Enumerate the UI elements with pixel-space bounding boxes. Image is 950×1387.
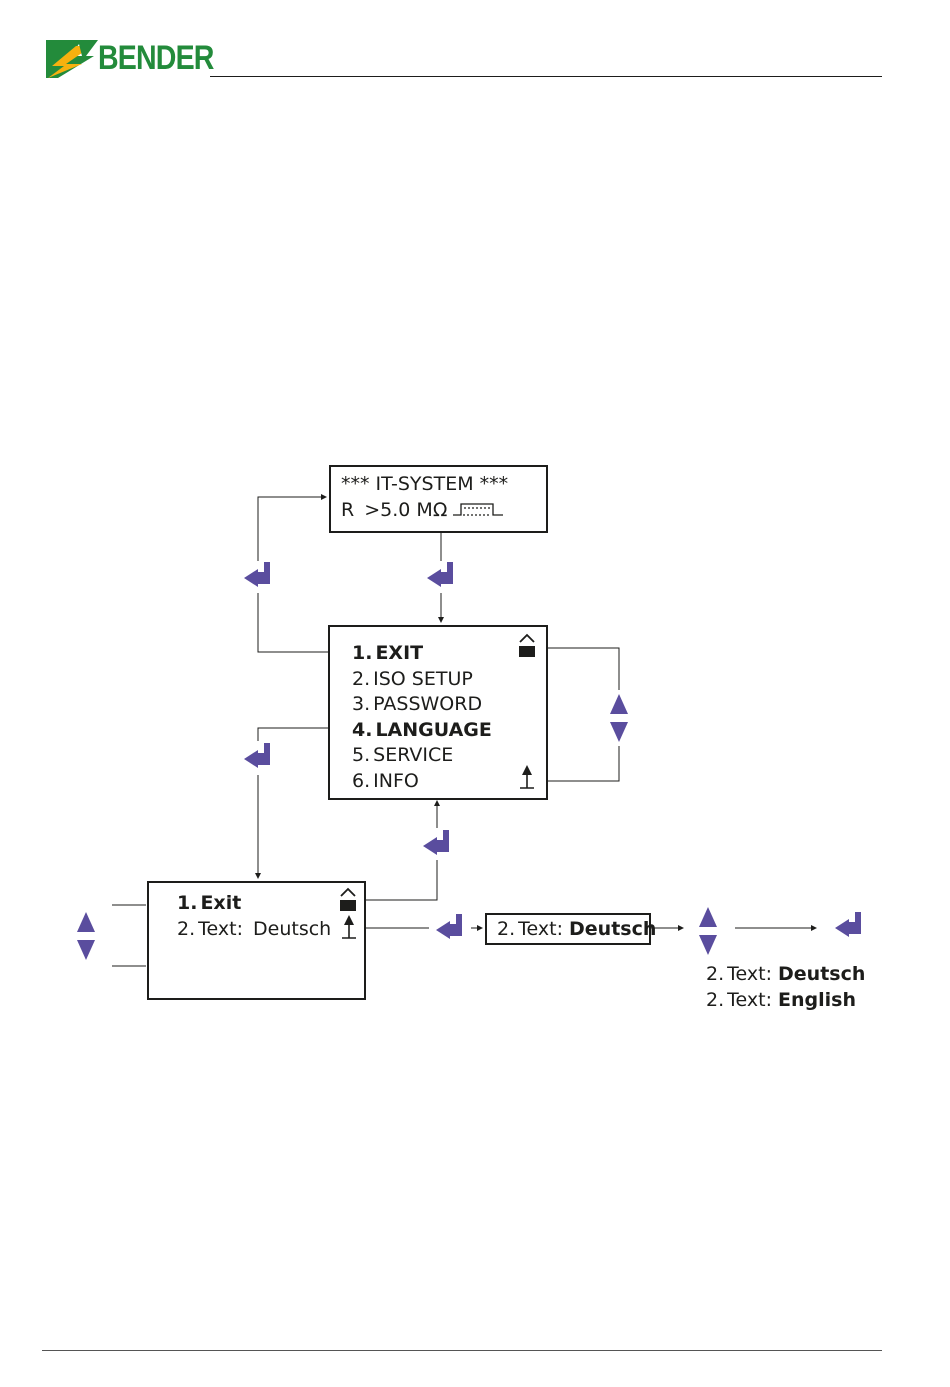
enter-key-icon <box>833 910 865 938</box>
lang-item-2: 2.Text: Deutsch <box>177 916 331 942</box>
unlock-icon <box>337 886 359 912</box>
edit-field-value: Deutsch <box>569 918 656 940</box>
main-menu-item-4: 4.LANGUAGE <box>352 717 492 743</box>
lang-item-2-label: Text: <box>198 918 243 940</box>
footer-rule <box>42 1350 882 1351</box>
main-menu-item-6: 6.INFO <box>352 768 419 794</box>
option-deutsch: 2.Text: Deutsch <box>706 961 865 987</box>
option-deutsch-label: Text: <box>727 963 772 985</box>
option-english-label: Text: <box>727 989 772 1011</box>
main-menu-item-num: 5. <box>352 742 370 768</box>
option-deutsch-num: 2. <box>706 961 724 987</box>
main-menu-item-3: 3.PASSWORD <box>352 691 482 717</box>
status-resistance: R >5.0 MΩ <box>341 497 447 523</box>
main-menu-item-num: 2. <box>352 666 370 692</box>
edit-field-label: Text: <box>518 918 563 940</box>
main-menu-item-num: 3. <box>352 691 370 717</box>
main-menu-item-1: 1.EXIT <box>352 640 423 666</box>
status-title: *** IT-SYSTEM *** <box>341 471 508 497</box>
lang-item-1-label: Exit <box>200 892 241 914</box>
enter-key-icon <box>425 560 457 588</box>
edit-field-text: 2.Text: Deutsch <box>497 916 656 942</box>
lang-item-2-value: Deutsch <box>253 918 331 940</box>
main-menu-item-2: 2.ISO SETUP <box>352 666 473 692</box>
status-screen: *** IT-SYSTEM *** R >5.0 MΩ <box>329 465 548 533</box>
enter-key-icon <box>434 912 466 940</box>
main-menu-item-label: EXIT <box>375 642 423 664</box>
option-english-value: English <box>778 989 856 1011</box>
main-menu-item-label: LANGUAGE <box>375 719 491 741</box>
edit-field-num: 2. <box>497 916 515 942</box>
lang-item-1-num: 1. <box>177 890 197 916</box>
option-english-num: 2. <box>706 987 724 1013</box>
main-menu-item-label: INFO <box>373 770 419 792</box>
scroll-up-icon <box>340 913 358 941</box>
enter-key-icon <box>421 828 453 856</box>
enter-key-icon <box>242 741 274 769</box>
main-menu-item-label: PASSWORD <box>373 693 482 715</box>
option-english: 2.Text: English <box>706 987 856 1013</box>
pulse-signal-icon <box>451 501 507 521</box>
main-menu-item-5: 5.SERVICE <box>352 742 453 768</box>
option-deutsch-value: Deutsch <box>778 963 865 985</box>
up-down-keys-icon <box>608 692 630 744</box>
enter-key-icon <box>242 560 274 588</box>
main-menu-item-label: SERVICE <box>373 744 453 766</box>
main-menu-item-num: 6. <box>352 768 370 794</box>
lang-item-1: 1.Exit <box>177 890 241 916</box>
up-down-keys-icon <box>697 905 719 957</box>
language-menu-screen: 1.Exit 2.Text: Deutsch <box>147 881 366 1000</box>
status-resistance-prefix: R <box>341 499 354 521</box>
status-resistance-value: >5.0 MΩ <box>364 499 447 521</box>
lang-item-2-num: 2. <box>177 916 195 942</box>
language-edit-field: 2.Text: Deutsch <box>485 913 651 945</box>
unlock-icon <box>516 632 538 658</box>
main-menu-item-num: 4. <box>352 717 372 743</box>
up-down-keys-icon <box>75 910 97 962</box>
main-menu-item-label: ISO SETUP <box>373 668 473 690</box>
scroll-up-icon <box>518 763 536 791</box>
main-menu-item-num: 1. <box>352 640 372 666</box>
